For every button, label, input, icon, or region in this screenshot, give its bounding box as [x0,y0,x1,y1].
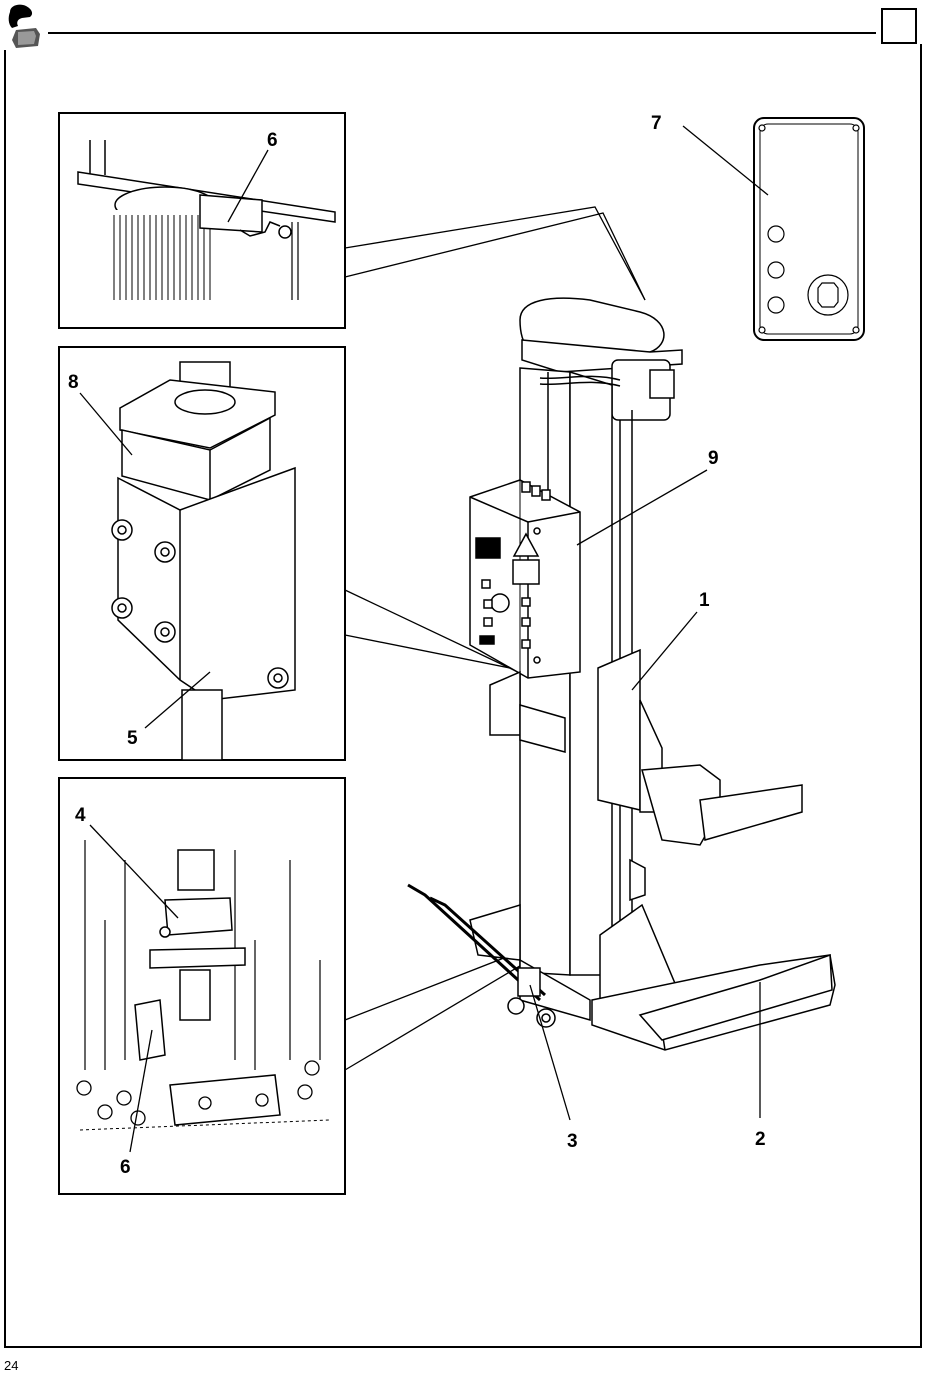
callout-5: 5 [127,728,138,749]
callout-3: 3 [567,1131,578,1152]
callout-4: 4 [75,805,86,826]
main-column-lift [345,207,835,1120]
callout-2: 2 [755,1129,766,1150]
detail-top-motor-sensor [59,113,345,328]
remote-control-panel [683,118,864,340]
callout-1: 1 [699,590,710,611]
callout-9: 9 [708,448,719,469]
callout-7: 7 [651,113,662,134]
callout-6-bottom: 6 [120,1157,131,1178]
callout-6-top: 6 [267,130,278,151]
detail-mid-carriage [59,347,345,760]
page-number: 24 [4,1358,18,1373]
callout-8: 8 [68,372,79,393]
detail-bottom-base [59,778,345,1194]
